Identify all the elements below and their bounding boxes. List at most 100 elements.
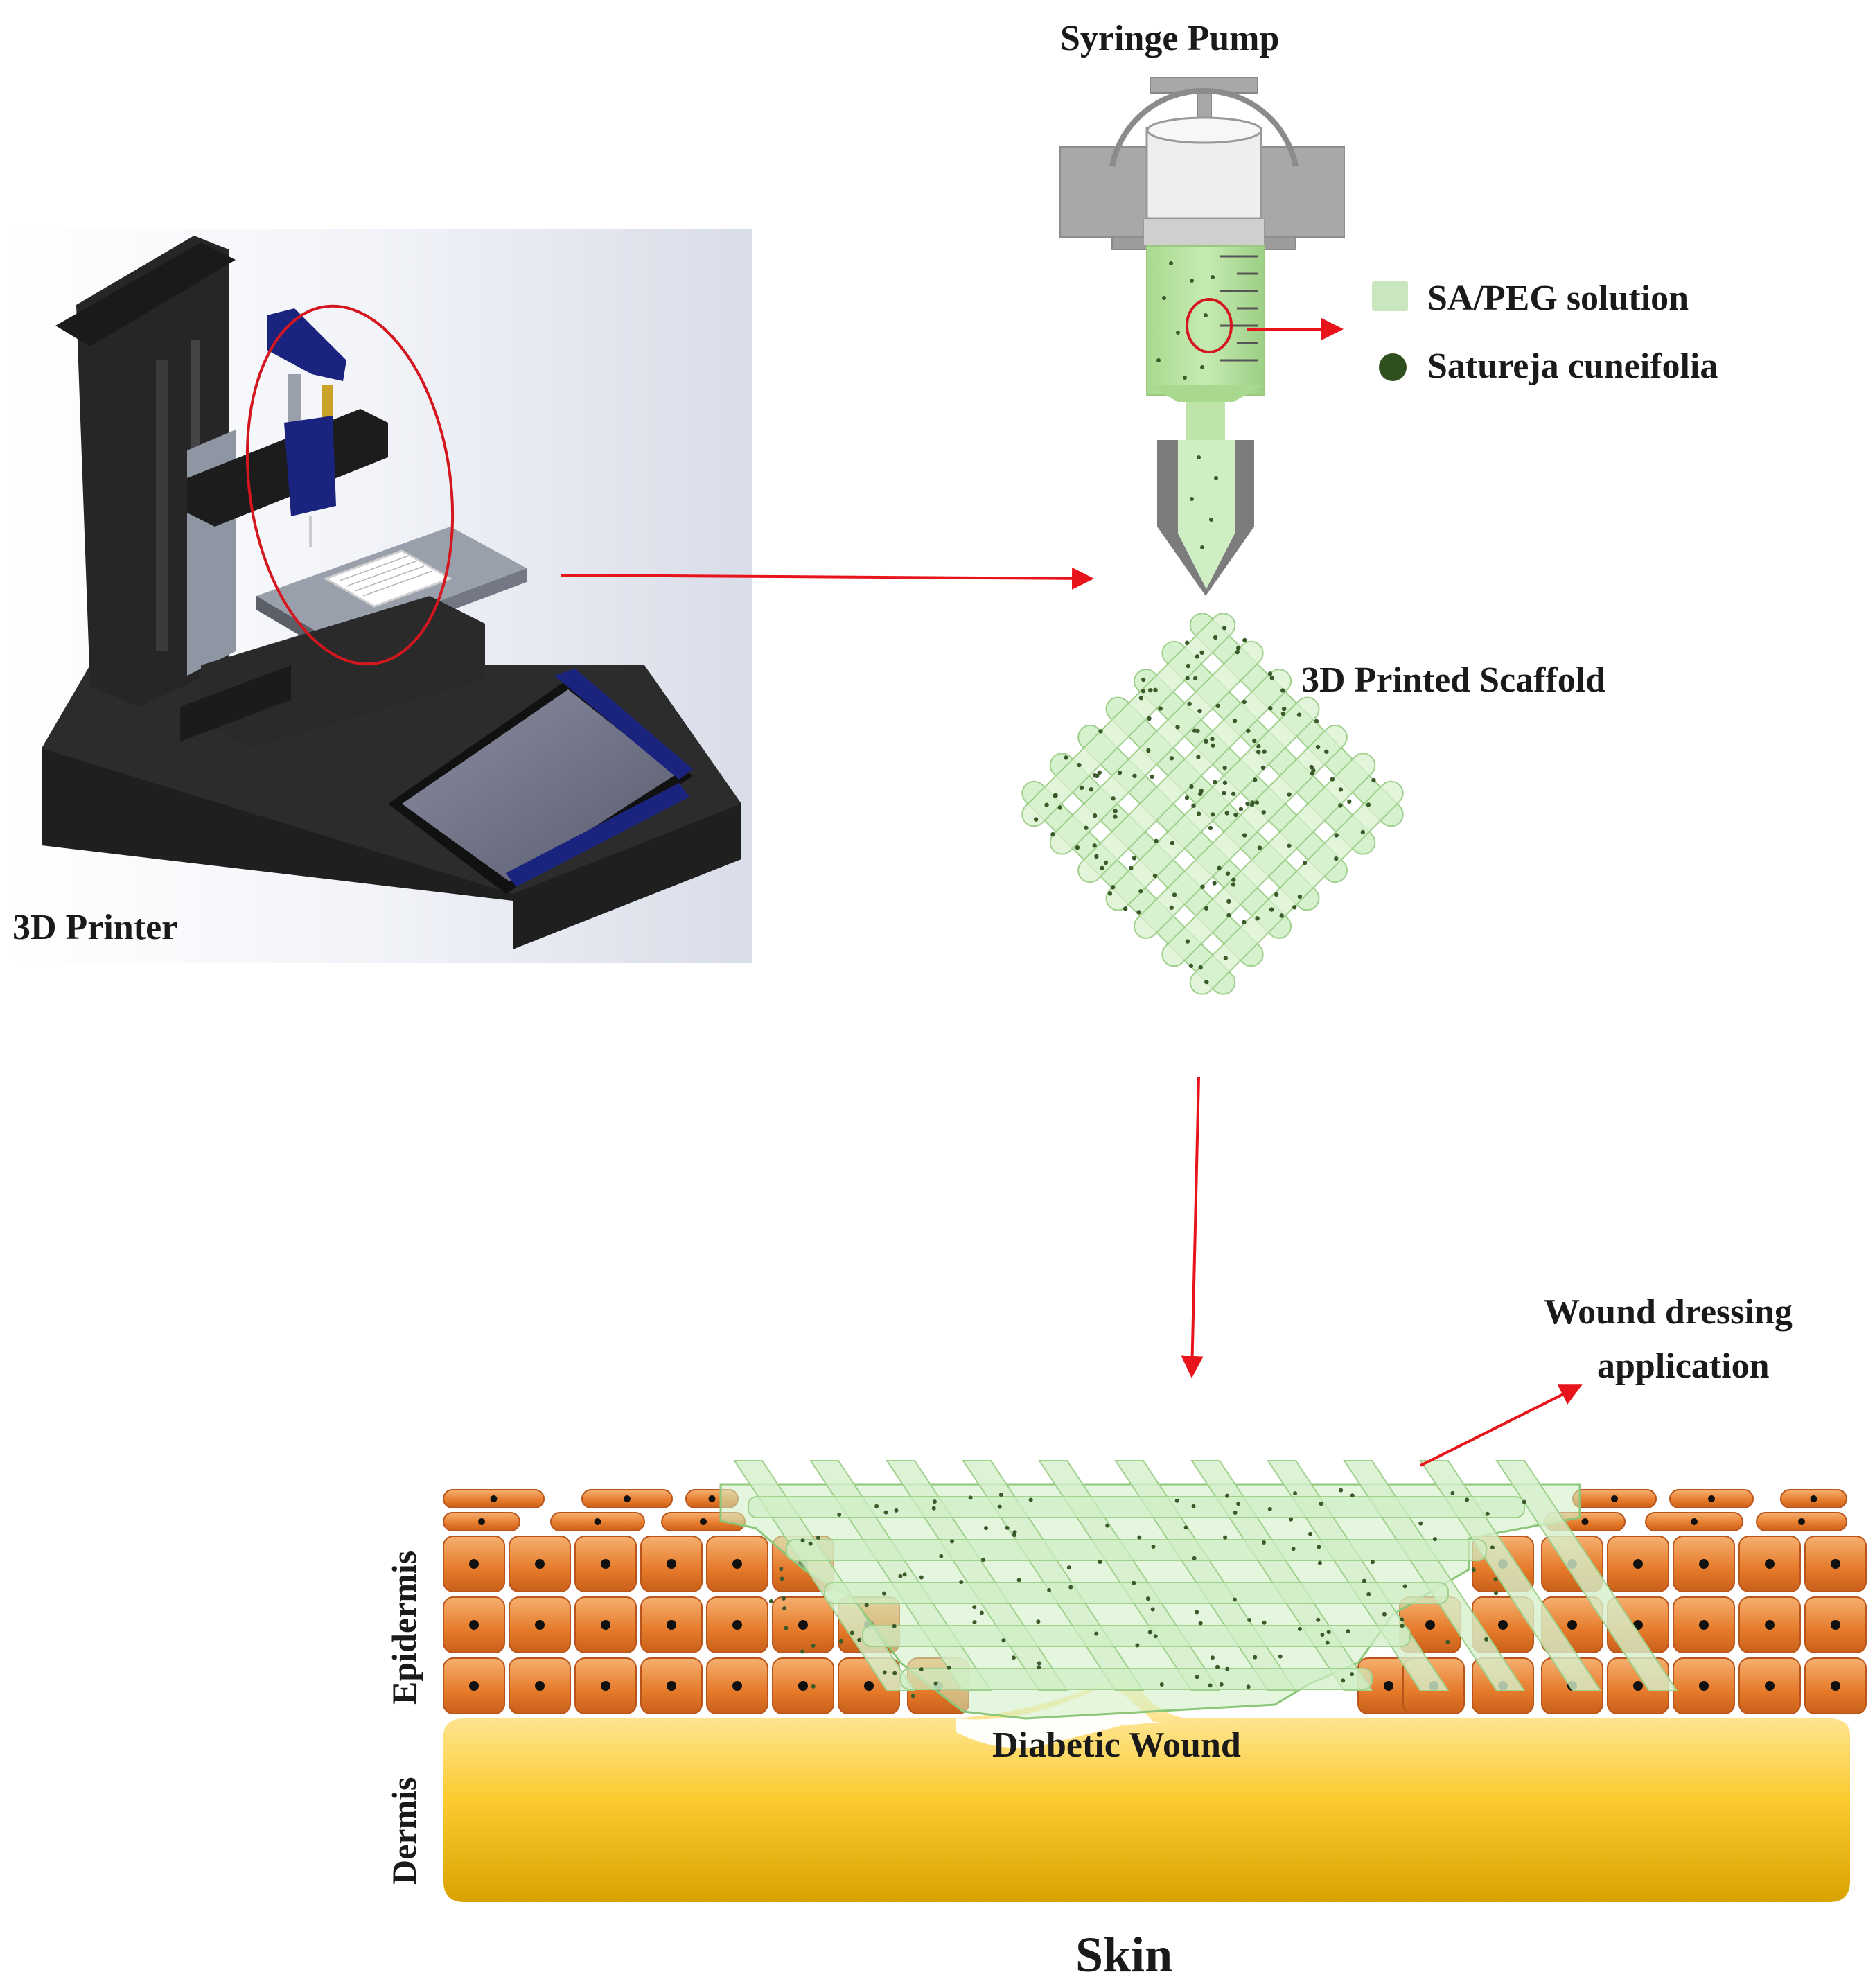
scaffold-particle <box>1136 910 1141 915</box>
cell-nucleus <box>1581 1518 1589 1525</box>
wound-scaffold-particle <box>1153 1634 1158 1639</box>
syringe-pump <box>1059 77 1345 596</box>
wound-scaffold-particle <box>1210 1655 1215 1660</box>
wound-scaffold-particle <box>1485 1511 1490 1516</box>
scaffold-strand-v <box>1077 669 1292 883</box>
wound-scaffold-particle <box>1289 1517 1294 1522</box>
scaffold-particle <box>1235 646 1241 651</box>
scaffold-particle <box>1141 688 1146 694</box>
scaffold-particle <box>1211 743 1215 748</box>
scaffold-particle <box>1169 905 1174 911</box>
scaffold-particle <box>1208 825 1213 831</box>
wound-scaffold-particle <box>1400 1617 1405 1622</box>
scaffold-particle <box>1253 777 1258 782</box>
wound-scaffold-particle <box>932 1499 937 1504</box>
wound-scaffold-particle <box>1132 1581 1136 1585</box>
scaffold-particle <box>1196 755 1201 759</box>
epidermis-cell <box>706 1536 768 1592</box>
wound-scaffold-particle <box>1105 1523 1110 1528</box>
wound-scaffold-particle <box>874 1504 879 1508</box>
scaffold-particle <box>1154 838 1159 844</box>
scaffold-particle <box>1226 899 1231 904</box>
flat-cell <box>1780 1489 1847 1508</box>
wound-scaffold-particle <box>1522 1499 1526 1504</box>
barrel-highlight-circle <box>1186 298 1233 353</box>
cell-nucleus <box>535 1681 545 1691</box>
scaffold-particle <box>1110 885 1116 890</box>
scaffold-particle <box>1254 800 1260 805</box>
scaffold-particle <box>1079 785 1084 791</box>
wound-scaffold-particle <box>1432 1537 1437 1542</box>
wound-scaffold-particle <box>933 1681 938 1686</box>
scaffold-particle <box>1185 939 1190 944</box>
epidermis-cell <box>574 1536 637 1592</box>
wound-scaffold-particle <box>864 1603 869 1608</box>
wound-scaffold-particle <box>784 1626 789 1630</box>
scaffold-particle <box>1296 712 1302 717</box>
epidermis-cell <box>443 1596 505 1653</box>
cell-nucleus <box>535 1620 545 1630</box>
epidermis-cell <box>574 1596 637 1653</box>
scaffold-particle <box>1148 687 1153 693</box>
printhead-highlight-circle <box>245 304 455 666</box>
wound-scaffold-particle <box>1253 1655 1258 1660</box>
wound-dressing-label-line1: Wound dressing <box>1544 1292 1793 1332</box>
wound-scaffold-particle <box>1037 1661 1041 1666</box>
cell-nucleus <box>1384 1681 1393 1691</box>
flat-cell <box>1572 1489 1657 1508</box>
epidermis-label: Epidermis <box>385 1551 423 1705</box>
wound-scaffold-particle <box>919 1575 924 1580</box>
scaffold-particle <box>1225 871 1231 876</box>
scaffold-particle <box>1204 906 1209 911</box>
scaffold-particle <box>1231 877 1236 882</box>
cell-nucleus <box>1765 1620 1775 1630</box>
wound-scaffold-particle <box>838 1639 843 1644</box>
wound-scaffold-particle <box>1326 1630 1331 1635</box>
cell-nucleus <box>732 1620 742 1630</box>
wound-scaffold-particle <box>998 1493 1003 1497</box>
wound-scaffold-particle <box>1191 1504 1196 1508</box>
scaffold-particle <box>1170 841 1175 845</box>
wound-scaffold-particle <box>1320 1633 1325 1637</box>
wound-scaffold-particle <box>1493 1591 1498 1596</box>
flat-cell <box>1756 1512 1847 1531</box>
scaffold-particle <box>1280 688 1285 693</box>
epidermis-cell <box>772 1596 834 1653</box>
cell-nucleus <box>708 1495 716 1502</box>
wound-scaffold-particle <box>1308 1531 1313 1536</box>
cell-nucleus <box>601 1559 610 1569</box>
wound-scaffold-particle <box>1236 1502 1241 1506</box>
wound-scaffold-strand-h <box>900 1668 1373 1690</box>
wound-scaffold-particle <box>1402 1584 1407 1589</box>
scaffold-particle <box>1222 626 1227 631</box>
scaffold-particle <box>1192 676 1198 681</box>
scaffold-particle <box>1103 860 1109 865</box>
scaffold-particle <box>1360 829 1366 835</box>
wound-scaffold-particle <box>1450 1490 1455 1495</box>
scaffold-particle <box>1100 865 1104 871</box>
wound-scaffold-particle <box>1001 1638 1006 1643</box>
scaffold-particle <box>1235 649 1240 655</box>
wound-scaffold-particle <box>800 1649 805 1654</box>
wound-scaffold-particle <box>892 1624 897 1628</box>
scaffold-particle <box>1269 907 1274 912</box>
scaffold-particle <box>1274 892 1279 897</box>
scaffold-particle <box>1231 882 1236 887</box>
cell-nucleus <box>1831 1559 1840 1569</box>
epidermis-cell <box>1738 1657 1801 1714</box>
epidermis-cell <box>1804 1657 1867 1714</box>
wound-scaffold-particle <box>1215 1664 1220 1669</box>
wound-scaffold-particle <box>808 1541 813 1546</box>
scaffold-particle <box>1044 802 1049 807</box>
scaffold-particle <box>1123 906 1128 911</box>
scaffold-particle <box>1242 699 1247 705</box>
scaffold-particle <box>1197 708 1202 714</box>
scaffold-particle <box>1223 956 1228 960</box>
cell-nucleus <box>732 1559 742 1569</box>
wound-scaffold-particle <box>1195 1675 1199 1680</box>
scaffold-particle <box>1094 773 1100 779</box>
scaffold-particle <box>1132 856 1137 861</box>
wound-scaffold-particle <box>1262 1620 1267 1625</box>
printer-label: 3D Printer <box>12 908 177 947</box>
scaffold-particle <box>1210 812 1215 817</box>
